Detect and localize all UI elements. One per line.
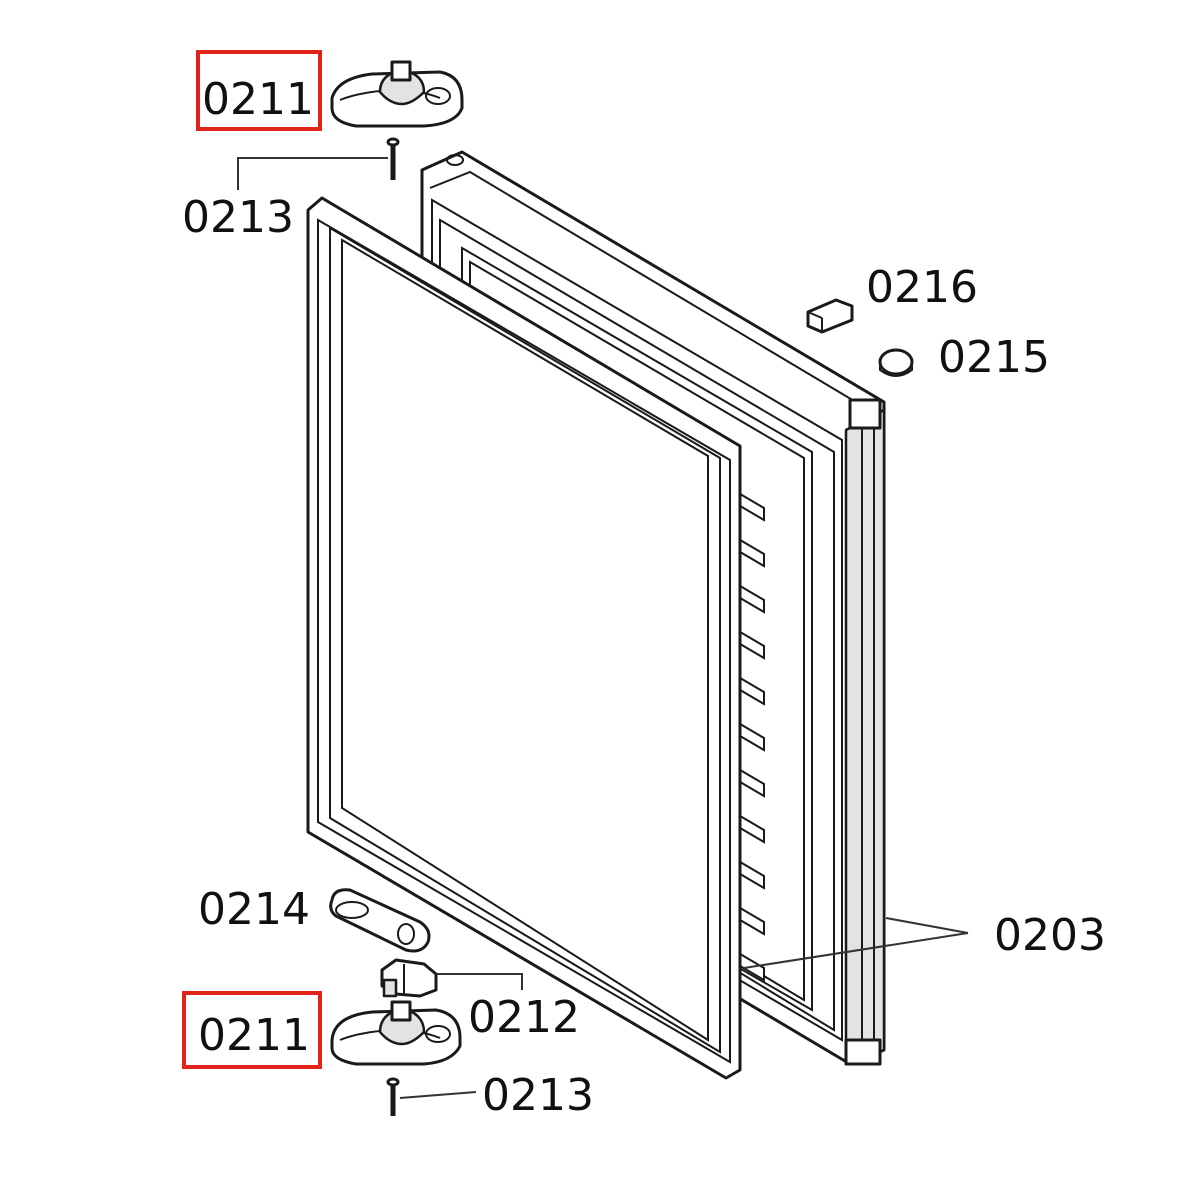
bottom-hinge-part [330, 1000, 462, 1066]
label-screw-top: 0213 [182, 192, 294, 243]
leader-bracket [436, 973, 523, 990]
highlight-box-top [196, 50, 322, 131]
top-screw-part [386, 137, 400, 180]
label-bracket-0212: 0212 [468, 992, 580, 1043]
label-cap-0215: 0215 [938, 332, 1050, 383]
label-screw-bottom: 0213 [482, 1070, 594, 1121]
leader-screw-top [237, 157, 388, 190]
leader-door-a [885, 917, 969, 934]
top-hinge-part [330, 60, 464, 128]
cap-0216-part [806, 298, 854, 334]
door-gasket-frame [306, 196, 742, 1080]
plate-0214-part [329, 888, 431, 953]
highlight-box-bottom [182, 991, 322, 1069]
label-cap-0216: 0216 [866, 262, 978, 313]
leader-door-b [743, 932, 969, 969]
bottom-screw-part [386, 1077, 400, 1116]
cap-0215-part [878, 348, 914, 377]
label-hinge-top: 0211 [202, 74, 314, 125]
label-door-0203: 0203 [994, 910, 1106, 961]
bracket-0212-part [380, 958, 438, 998]
label-hinge-bottom: 0211 [198, 1010, 310, 1061]
leader-screw-bottom [399, 1091, 477, 1099]
label-plate-0214: 0214 [198, 884, 310, 935]
